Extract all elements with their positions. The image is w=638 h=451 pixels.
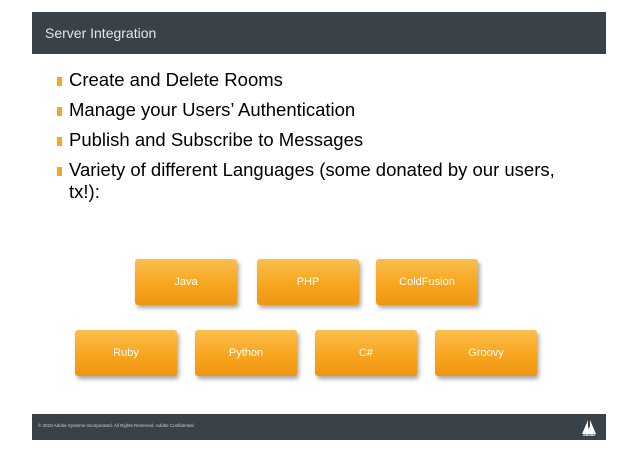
bullet-text: Publish and Subscribe to Messages: [69, 129, 364, 150]
language-box-csharp: C#: [315, 330, 417, 376]
language-box-java: Java: [135, 259, 237, 305]
slide: Server Integration Create and Delete Roo…: [32, 12, 606, 440]
slide-header: Server Integration: [32, 12, 606, 54]
language-box-ruby: Ruby: [75, 330, 177, 376]
adobe-logo-text: Adobe: [583, 432, 596, 437]
slide-title: Server Integration: [45, 25, 157, 41]
bullet-marker: [57, 107, 62, 116]
bullet-item: Manage your Users’ Authentication: [56, 99, 576, 121]
bullet-item: Create and Delete Rooms: [56, 69, 576, 91]
bullet-marker: [57, 137, 62, 146]
language-box-groovy: Groovy: [435, 330, 537, 376]
bullet-text: Manage your Users’ Authentication: [69, 99, 356, 120]
language-box-python: Python: [195, 330, 297, 376]
bullet-text: Variety of different Languages (some don…: [69, 159, 555, 202]
slide-footer: © 2010 Adobe Systems Incorporated. All R…: [32, 414, 606, 440]
copyright-text: © 2010 Adobe Systems Incorporated. All R…: [38, 423, 195, 428]
bullet-marker: [57, 167, 62, 176]
bullet-item: Publish and Subscribe to Messages: [56, 129, 576, 151]
bullet-text: Create and Delete Rooms: [69, 69, 283, 90]
adobe-logo-icon: [582, 420, 596, 434]
language-box-coldfusion: ColdFusion: [376, 259, 478, 305]
bullet-list: Create and Delete Rooms Manage your User…: [56, 69, 576, 211]
bullet-marker: [57, 77, 62, 86]
language-box-php: PHP: [257, 259, 359, 305]
bullet-item: Variety of different Languages (some don…: [56, 159, 576, 203]
